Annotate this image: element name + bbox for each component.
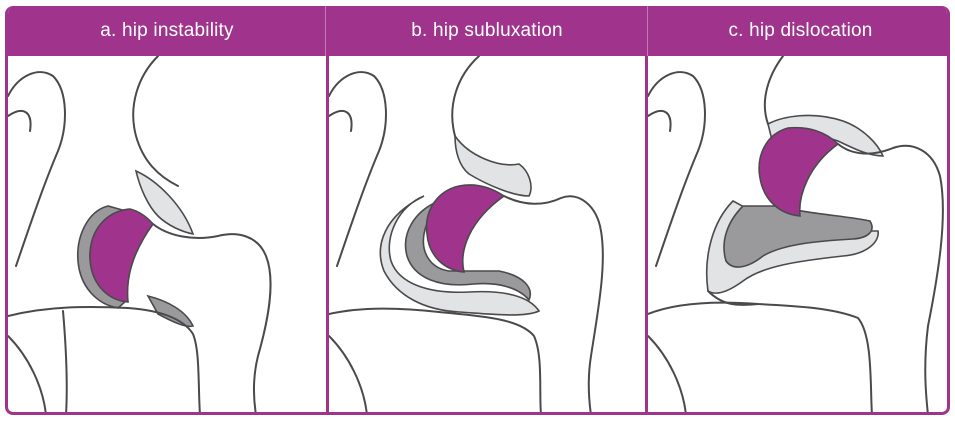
panel-header: a. hip instability [8, 6, 326, 56]
pelvis-lower-line [8, 336, 46, 415]
pelvis-lower-line [329, 336, 367, 415]
hip-joint-diagram [648, 56, 950, 415]
panel-header: b. hip subluxation [329, 6, 645, 56]
hip-dislocation-illustration [648, 56, 950, 415]
panel-hip-dislocation: c. hip dislocation [648, 6, 950, 415]
hip-conditions-figure: a. hip instability [5, 6, 950, 415]
pelvis-outline [8, 72, 65, 266]
femur-lower-outline [8, 307, 200, 415]
femur-lower-outline [329, 309, 541, 416]
panel-hip-instability: a. hip instability [8, 6, 326, 415]
ilium-outline [133, 56, 178, 186]
hip-joint-diagram [329, 56, 645, 415]
pelvis-inner-line [648, 111, 671, 131]
hip-instability-illustration [8, 56, 326, 415]
pelvis-outline [648, 72, 705, 266]
pelvis-inner-line [8, 111, 31, 131]
femur-outline [838, 144, 943, 415]
femoral-head [427, 185, 504, 272]
femur-lower-outline [648, 303, 872, 415]
femoral-head [759, 128, 838, 216]
header-separator [325, 6, 326, 56]
pelvis-lower-line [648, 336, 686, 415]
panel-hip-subluxation: b. hip subluxation [329, 6, 645, 415]
panel-title: a. hip instability [100, 20, 234, 42]
ischium-line [63, 311, 67, 415]
hip-subluxation-illustration [329, 56, 645, 415]
ilium-outline [765, 56, 783, 124]
panel-header: c. hip dislocation [648, 6, 950, 56]
pelvis-inner-line [329, 111, 352, 131]
panel-title: c. hip dislocation [728, 20, 872, 42]
header-separator [647, 6, 648, 56]
panel-title: b. hip subluxation [411, 20, 562, 42]
pelvis-outline [329, 72, 386, 266]
hip-joint-diagram [8, 56, 326, 415]
